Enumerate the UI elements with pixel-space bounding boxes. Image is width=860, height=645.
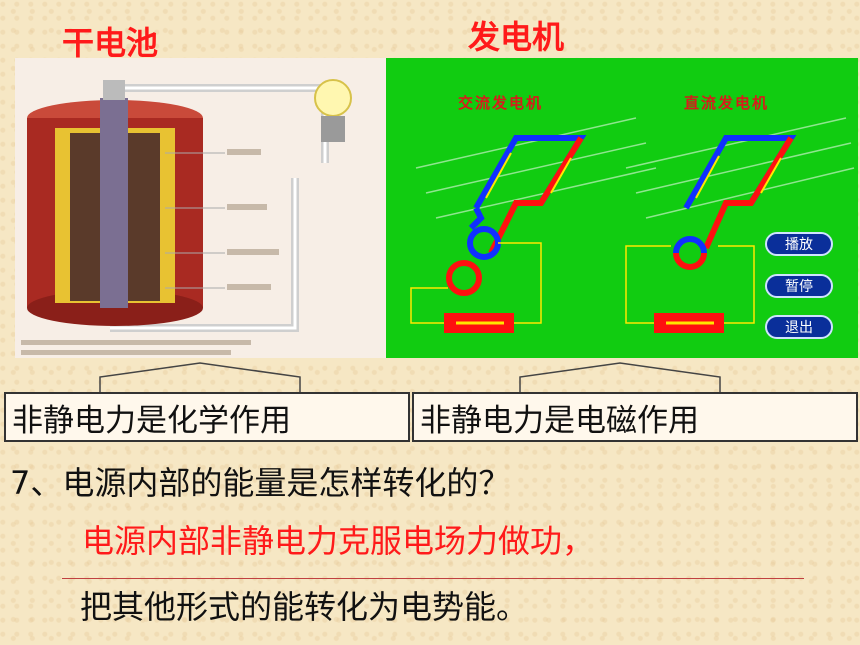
bracket-lines — [99, 362, 721, 393]
dc-generator-label: 直流发电机 — [684, 94, 770, 112]
battery-diagram — [15, 58, 398, 358]
play-button[interactable]: 播放 — [765, 232, 833, 256]
answer-line-2: 把其他形式的能转化为电势能。 — [80, 588, 529, 626]
battery-heading: 干电池 — [62, 24, 159, 62]
pause-button[interactable]: 暂停 — [765, 274, 833, 298]
battery-illustration — [21, 79, 352, 355]
ac-generator-label: 交流发电机 — [458, 94, 544, 112]
electromagnetic-action-box: 非静电力是电磁作用 — [412, 392, 858, 442]
exit-button[interactable]: 退出 — [765, 315, 833, 339]
generator-heading: 发电机 — [468, 18, 565, 56]
answer-line-1: 电源内部非静电力克服电场力做功， — [82, 522, 595, 560]
chemical-action-box: 非静电力是化学作用 — [4, 392, 410, 442]
question-text: 7、电源内部的能量是怎样转化的？ — [10, 464, 511, 502]
generator-coils — [410, 117, 855, 333]
generator-diagram: 交流发电机 直流发电机 播放 暂停 退出 — [386, 58, 858, 358]
underline-divider — [62, 578, 804, 579]
